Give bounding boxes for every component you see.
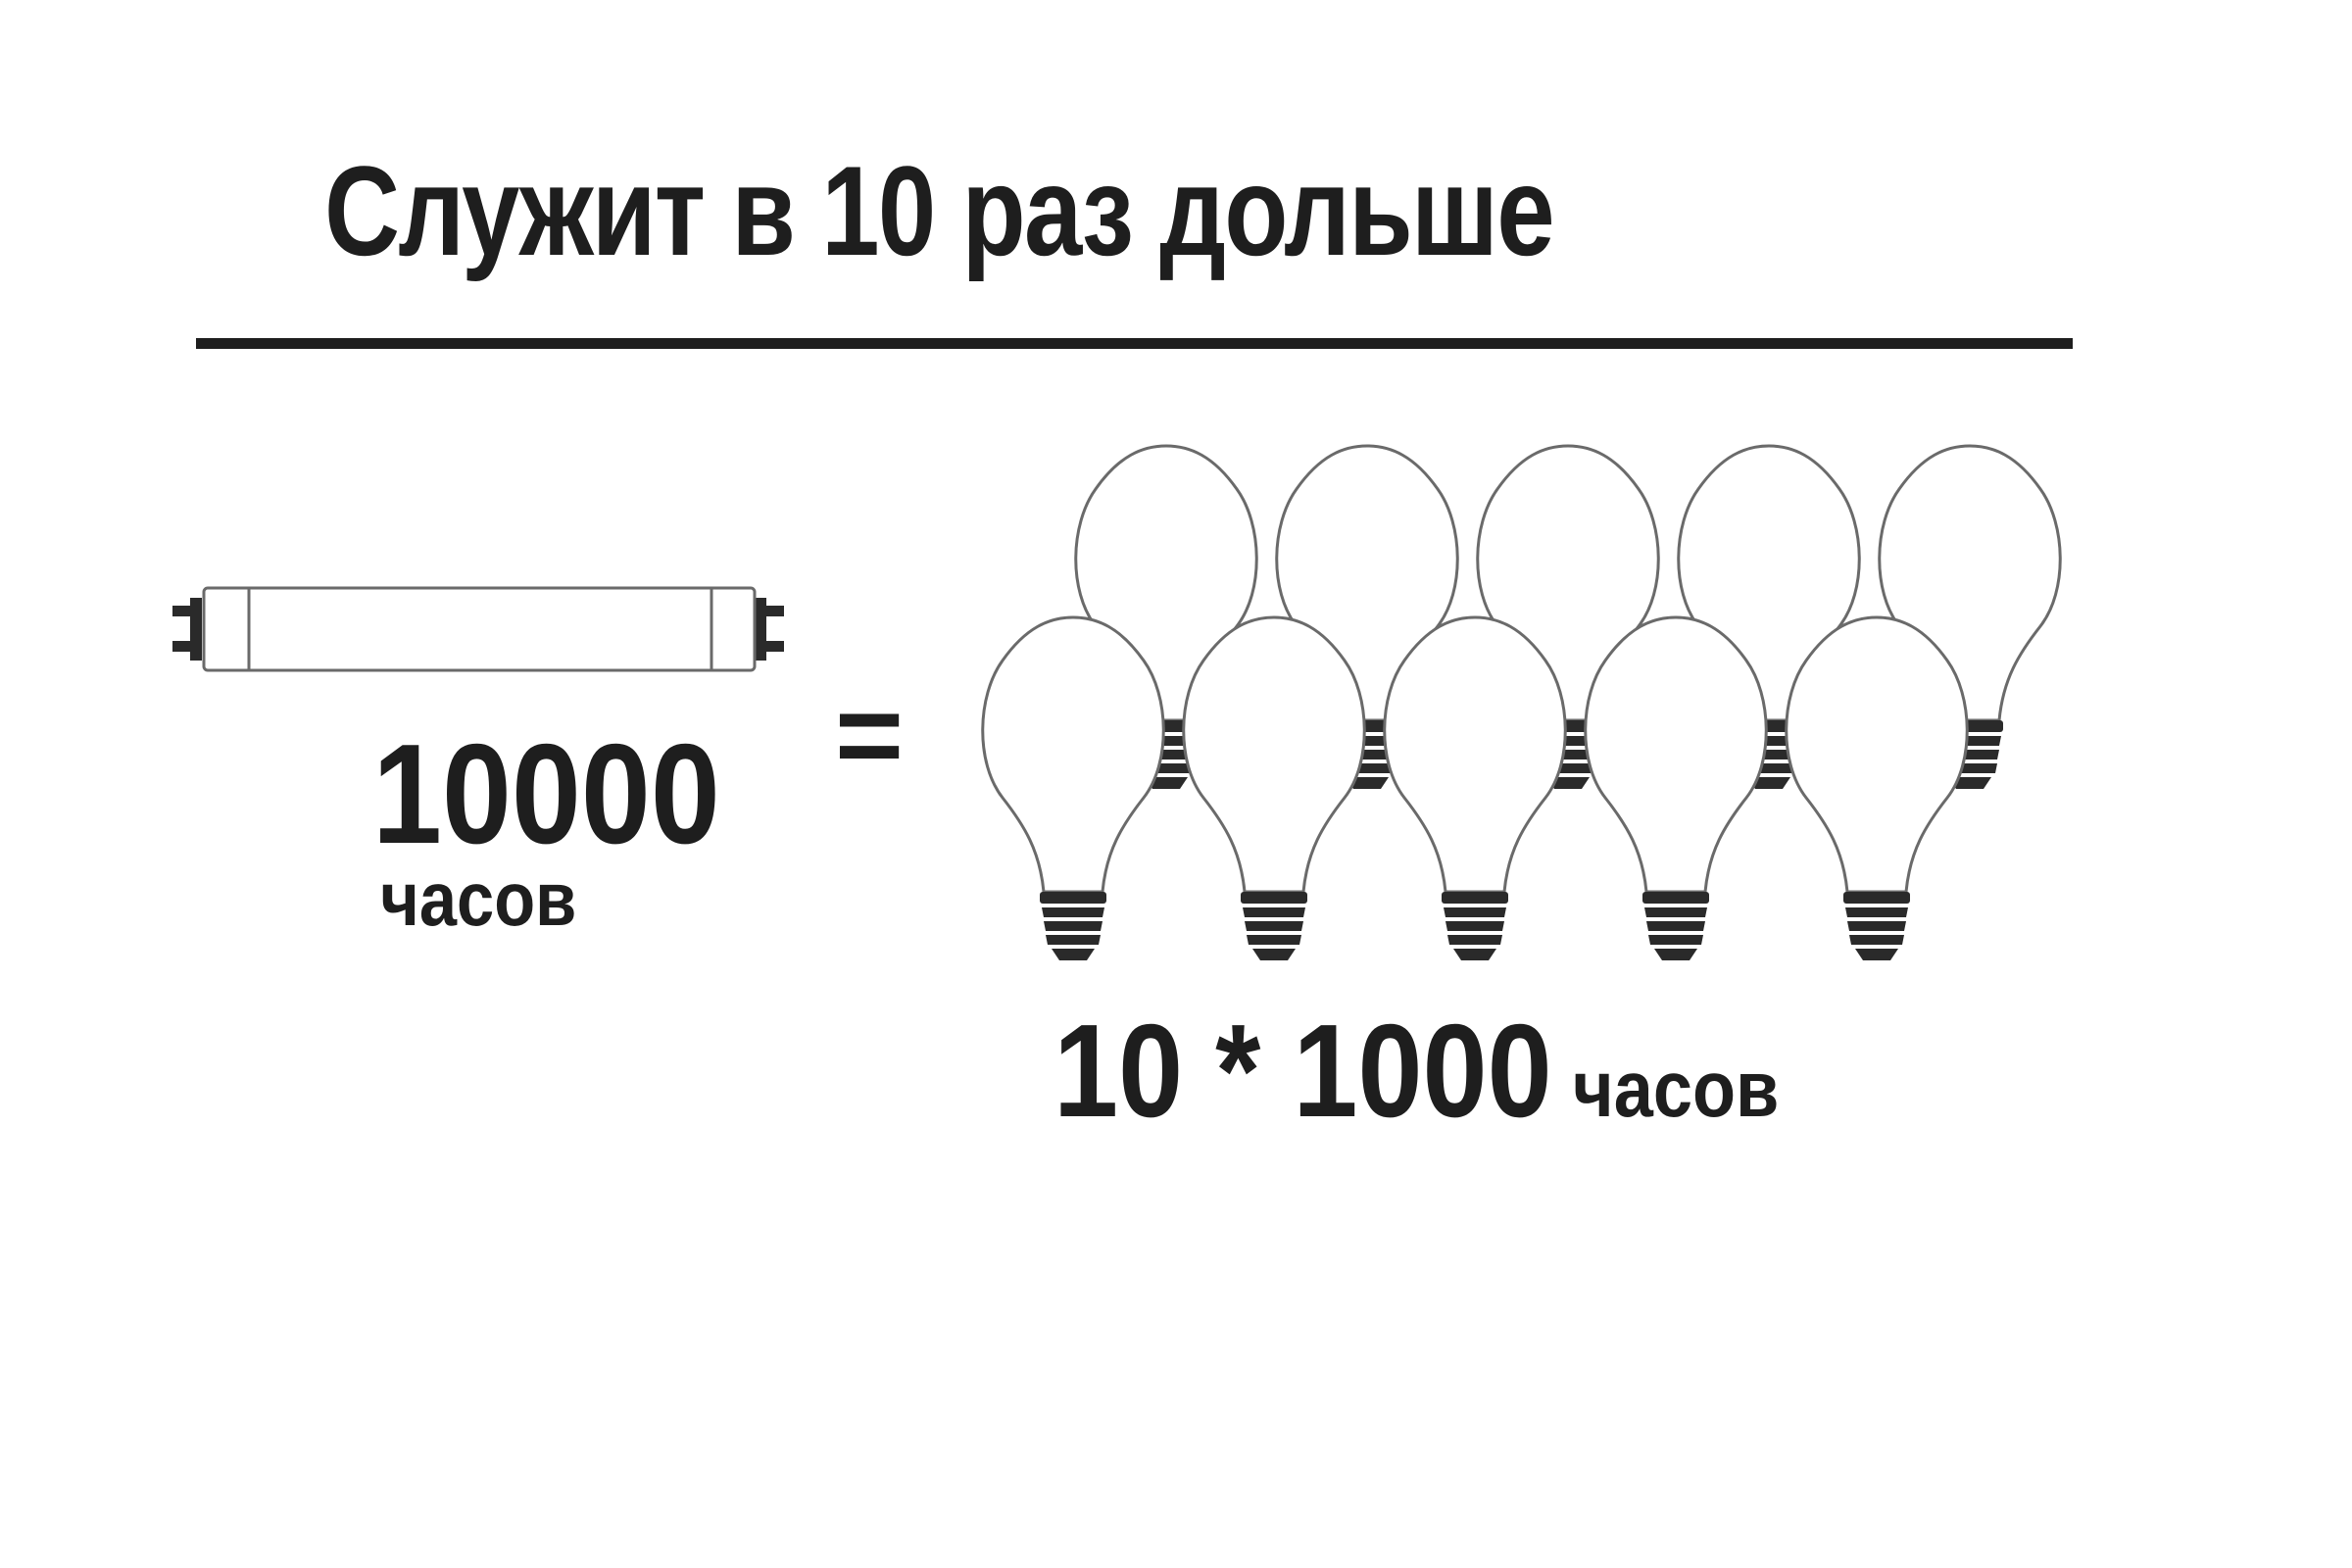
bulbs-formula-unit: часов [1572, 1045, 1780, 1134]
equals-sign: = [835, 669, 905, 801]
bulb-icon [1785, 615, 1969, 962]
incandescent-bulbs-group [981, 444, 2062, 962]
bulbs-formula-value: 10 * 1000 [1054, 997, 1552, 1145]
tube-lifetime-unit: часов [380, 856, 577, 942]
bulb-icon [1383, 615, 1567, 962]
fluorescent-tube-icon [172, 586, 784, 672]
page-title: Служит в 10 раз дольше [324, 139, 1555, 282]
title-underline [196, 338, 2073, 349]
tube-lifetime-value: 10000 [372, 714, 720, 873]
bulb-icon [981, 615, 1165, 962]
bulb-icon [1584, 615, 1768, 962]
bulb-icon [1182, 615, 1366, 962]
